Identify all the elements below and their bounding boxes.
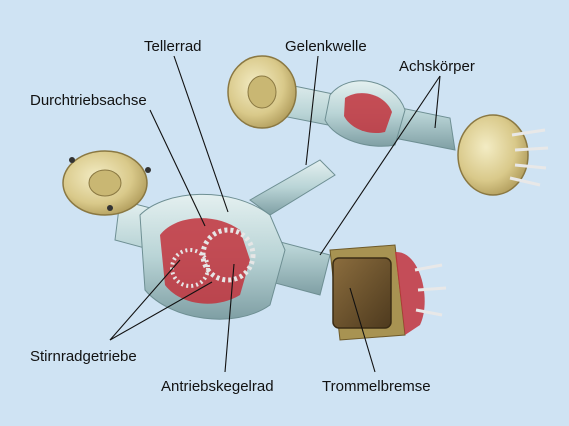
label-antriebskegelrad: Antriebskegelrad xyxy=(161,378,274,395)
propeller-shaft xyxy=(250,160,335,215)
rear-axle xyxy=(228,56,548,195)
brake-lining xyxy=(333,258,391,328)
label-durchtriebsachse: Durchtriebsachse xyxy=(30,92,147,109)
drum-brake xyxy=(330,245,446,340)
front-axle xyxy=(63,151,330,319)
rear-right-hub xyxy=(458,115,528,195)
label-trommelbremse: Trommelbremse xyxy=(322,378,431,395)
leader-tellerrad xyxy=(174,56,228,212)
label-gelenkwelle: Gelenkwelle xyxy=(285,38,367,55)
label-tellerrad: Tellerrad xyxy=(144,38,202,55)
label-achskoerper: Achskörper xyxy=(399,58,475,75)
label-stirnradgetriebe: Stirnradgetriebe xyxy=(30,348,137,365)
front-differential-cutaway xyxy=(160,218,250,304)
